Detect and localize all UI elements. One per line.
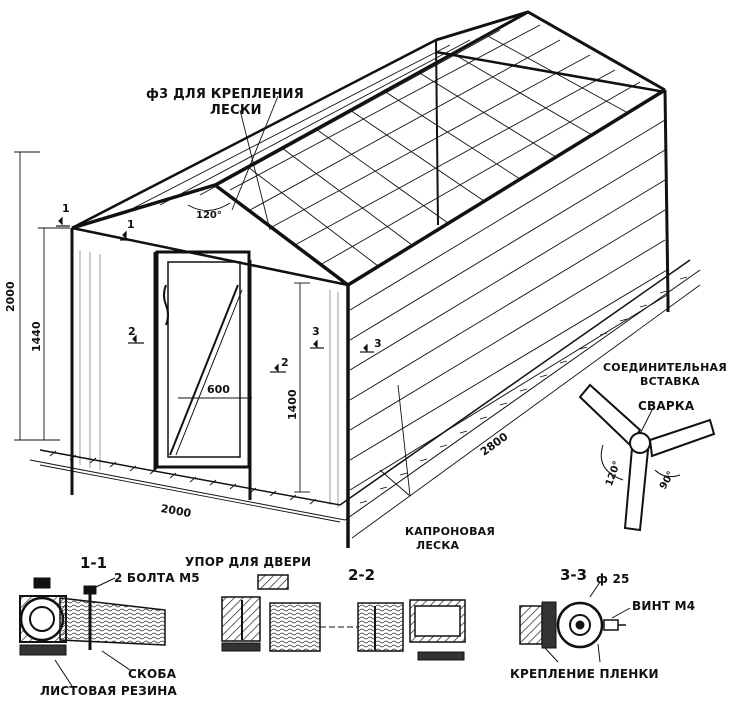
welding-label: СВАРКА [638,399,695,413]
screw-m4-label: ВИНТ М4 [632,599,696,613]
section-mark-3b: 3 [374,337,382,350]
section-2-2-title: 2-2 [348,566,376,584]
nylon-line-label: КАПРОНОВАЯ [405,525,496,538]
connector-insert-label-2: ВСТАВКА [640,375,700,388]
fishing-line-mount-label: ф3 ДЛЯ КРЕПЛЕНИЯ [146,87,304,102]
section-mark-1b: 1 [127,218,135,231]
sheet-rubber-label: ЛИСТОВАЯ РЕЗИНА [40,684,177,698]
connector-insert-label: СОЕДИНИТЕЛЬНАЯ [603,361,727,374]
two-bolts-label: 2 БОЛТА М5 [114,571,200,585]
greenhouse-frame [70,10,670,548]
fishing-line-mount-label-2: ЛЕСКИ [210,103,262,118]
section-3-3-detail [519,581,631,663]
section-2-2-detail [221,574,466,661]
dimension-lines [14,95,701,539]
diameter-25-label: ф 25 [596,572,630,586]
section-1-1-title: 1-1 [80,554,108,572]
door-stop-label: УПОР ДЛЯ ДВЕРИ [185,555,312,569]
film-mount-label: КРЕПЛЕНИЕ ПЛЕНКИ [510,667,659,681]
roof-angle-dim: 120° [196,210,222,221]
side-height-dim: 1400 [286,389,299,420]
section-mark-1a: 1 [62,202,70,215]
section-3-3-title: 3-3 [560,566,588,584]
section-mark-3a: 3 [312,325,320,338]
section-arrows [56,216,374,373]
ground [29,259,701,521]
wall-height-dim: 1440 [30,321,43,352]
section-mark-2a: 2 [128,325,136,338]
bracket-label: СКОБА [128,667,177,681]
section-mark-2b: 2 [281,356,289,369]
total-height-dim: 2000 [4,281,17,312]
door-width-dim: 600 [207,383,230,396]
nylon-line-label-2: ЛЕСКА [416,539,460,552]
connector-insert-detail [578,383,716,532]
section-1-1-detail [19,577,166,687]
